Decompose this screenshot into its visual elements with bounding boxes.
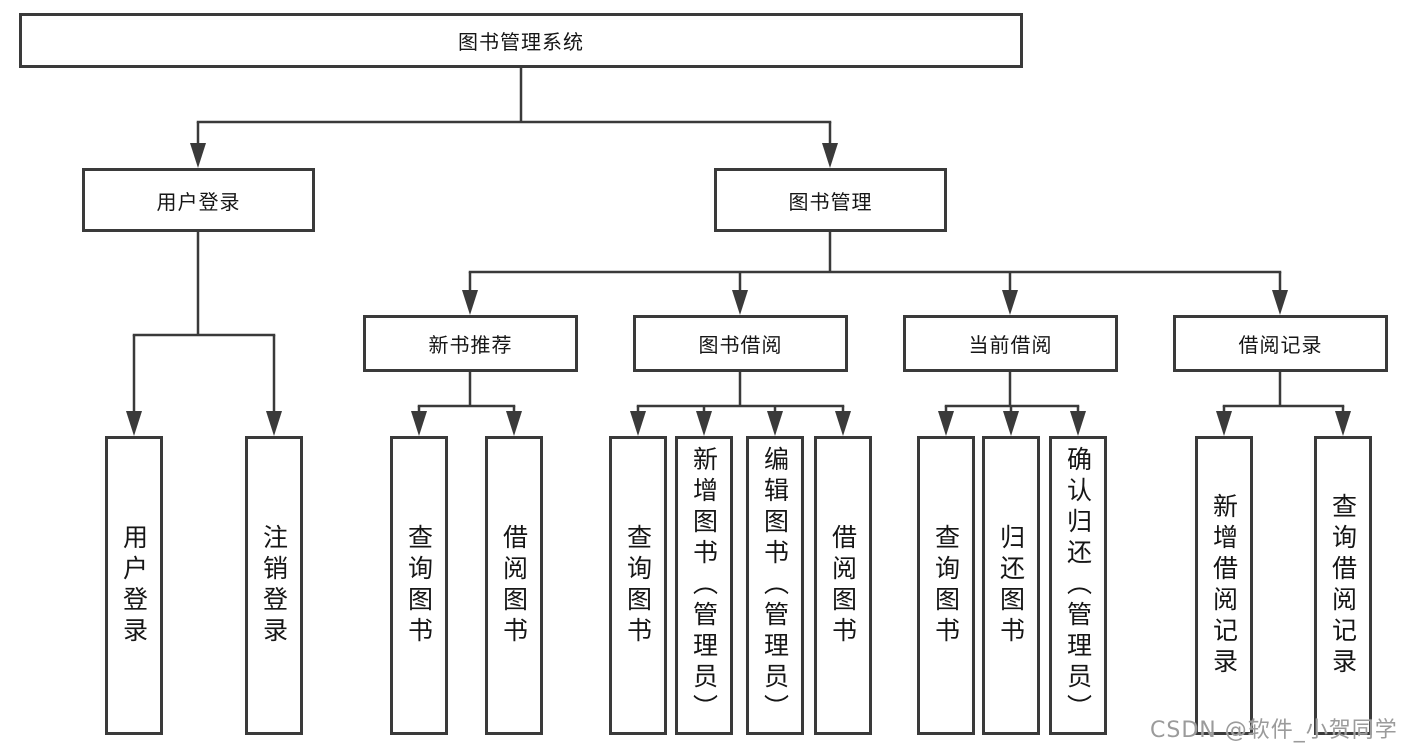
edge-user-login-children bbox=[126, 232, 282, 436]
leaf-confirm-return: 确认归还（管理员） bbox=[1049, 436, 1107, 735]
leaf-borrow-book-1: 借阅图书 bbox=[485, 436, 543, 735]
arrowhead bbox=[1002, 290, 1018, 315]
arrowhead bbox=[1335, 411, 1351, 436]
arrowhead bbox=[938, 411, 954, 436]
arrowhead bbox=[266, 411, 282, 436]
node-current-borrow: 当前借阅 bbox=[903, 315, 1118, 372]
edge-new-book-rec-children bbox=[411, 372, 522, 436]
arrowhead bbox=[411, 411, 427, 436]
edge-borrow-records-children bbox=[1216, 372, 1351, 436]
edge-book-mgmt-children bbox=[462, 232, 1288, 315]
arrowhead bbox=[822, 143, 838, 168]
edge-book-borrow-children bbox=[630, 372, 851, 436]
node-borrow-records: 借阅记录 bbox=[1173, 315, 1388, 372]
arrowhead bbox=[1070, 411, 1086, 436]
node-book-borrow: 图书借阅 bbox=[633, 315, 848, 372]
arrowhead bbox=[506, 411, 522, 436]
arrowhead bbox=[835, 411, 851, 436]
arrowhead bbox=[462, 290, 478, 315]
node-new-book-rec: 新书推荐 bbox=[363, 315, 578, 372]
edge-current-borrow-children bbox=[938, 372, 1086, 436]
arrowhead bbox=[732, 290, 748, 315]
leaf-query-book-3: 查询图书 bbox=[917, 436, 975, 735]
arrowhead bbox=[696, 411, 712, 436]
arrowhead bbox=[126, 411, 142, 436]
node-book-mgmt: 图书管理 bbox=[714, 168, 947, 232]
leaf-borrow-book-2: 借阅图书 bbox=[814, 436, 872, 735]
arrowhead bbox=[630, 411, 646, 436]
csdn-watermark: CSDN @软件_小贺同学 bbox=[1150, 718, 1398, 743]
node-root: 图书管理系统 bbox=[19, 13, 1023, 68]
arrowhead bbox=[1216, 411, 1232, 436]
leaf-user-login: 用户登录 bbox=[105, 436, 163, 735]
arrowhead bbox=[767, 411, 783, 436]
arrowhead bbox=[1272, 290, 1288, 315]
leaf-edit-book: 编辑图书（管理员） bbox=[746, 436, 804, 735]
edge-root-to-level2 bbox=[190, 68, 838, 168]
leaf-query-record: 查询借阅记录 bbox=[1314, 436, 1372, 735]
arrowhead bbox=[190, 143, 206, 168]
node-user-login: 用户登录 bbox=[82, 168, 315, 232]
leaf-add-book: 新增图书（管理员） bbox=[675, 436, 733, 735]
arrowhead bbox=[1003, 411, 1019, 436]
leaf-query-book-1: 查询图书 bbox=[390, 436, 448, 735]
leaf-query-book-2: 查询图书 bbox=[609, 436, 667, 735]
leaf-logout: 注销登录 bbox=[245, 436, 303, 735]
leaf-add-record: 新增借阅记录 bbox=[1195, 436, 1253, 735]
leaf-return-book: 归还图书 bbox=[982, 436, 1040, 735]
